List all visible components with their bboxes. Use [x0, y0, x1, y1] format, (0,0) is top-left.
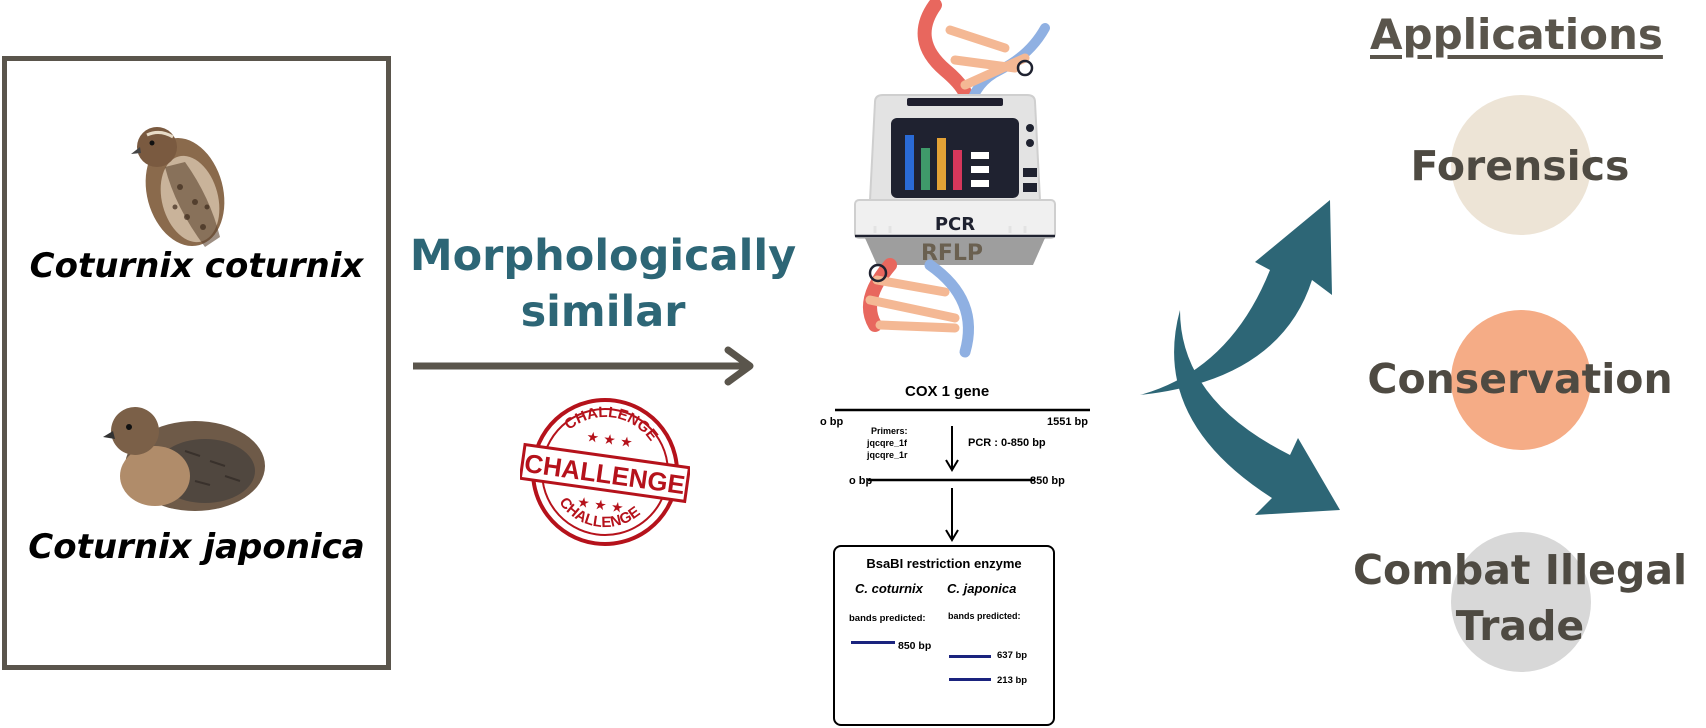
cox-end: 1551 bp [1047, 416, 1088, 428]
machine-label-pcr: PCR [935, 214, 975, 235]
cox-title: COX 1 gene [905, 383, 990, 400]
japanese-quail-image [103, 407, 265, 511]
curved-arrow-down [1174, 310, 1340, 515]
gel-band-213 [949, 678, 991, 681]
pcr-range: PCR : 0-850 bp [968, 437, 1046, 449]
restriction-result-box: BsaBI restriction enzyme C. coturnix C. … [833, 545, 1055, 726]
common-quail-image [131, 127, 225, 247]
cox-start: o bp [820, 416, 844, 428]
gel-col1-bands-label: bands predicted: [849, 613, 926, 624]
gel-title: BsaBI restriction enzyme [866, 556, 1022, 571]
morph-line-2: similar [520, 287, 686, 337]
conservation-label: Conservation [1367, 355, 1673, 403]
morphologically-similar-text: Morphologically similar [408, 228, 798, 340]
species-name-japonica: Coturnix japonica [28, 527, 365, 567]
application-arrows [1140, 200, 1340, 515]
amplicon-start: o bp [849, 475, 873, 487]
forensics-circle [1451, 95, 1591, 235]
gel-band-637 [949, 655, 991, 658]
curved-arrow-up [1140, 200, 1332, 395]
conservation-circle [1451, 310, 1591, 450]
morph-line-1: Morphologically [409, 231, 797, 281]
challenge-stamp: CHALLENGE CHALLENGE CHALLENGE ★ ★ ★ ★ ★ … [520, 398, 690, 546]
primer-reverse: jqcqre_1r [867, 450, 908, 460]
right-arrow [413, 346, 754, 386]
stamp-stars-top: ★ ★ ★ [585, 429, 633, 451]
combat-illegal-trade-circle [1451, 532, 1591, 672]
stamp-stars-bottom: ★ ★ ★ [576, 495, 624, 517]
applications-title: Applications [1370, 10, 1663, 59]
combat-illegal-trade-label: Combat Illegal Trade [1345, 542, 1695, 654]
combat-line-1: Combat Illegal [1352, 546, 1688, 594]
cox-gene-diagram [835, 408, 1090, 542]
gel-band-213-label: 213 bp [997, 675, 1028, 686]
amplicon-end: 850 bp [1030, 475, 1065, 487]
gel-col2-bands-label: bands predicted: [948, 611, 1021, 621]
species-box: Coturnix coturnix Coturnix japonica [2, 56, 391, 670]
pcr-rflp-machine: PCR RFLP [854, 0, 1056, 358]
gel-band-850-label: 850 bp [898, 640, 932, 652]
gel-col2-species: C. japonica [947, 581, 1017, 596]
forensics-label: Forensics [1410, 142, 1630, 190]
combat-line-2: Trade [1455, 602, 1585, 650]
species-name-coturnix: Coturnix coturnix [29, 246, 364, 286]
primers-label: Primers: [871, 426, 908, 436]
gel-col1-species: C. coturnix [855, 581, 923, 596]
dna-strand-blue-bottom [924, 259, 974, 358]
gel-band-850 [851, 641, 895, 644]
primer-forward: jqcqre_1f [867, 438, 908, 448]
gel-band-637-label: 637 bp [997, 650, 1028, 661]
